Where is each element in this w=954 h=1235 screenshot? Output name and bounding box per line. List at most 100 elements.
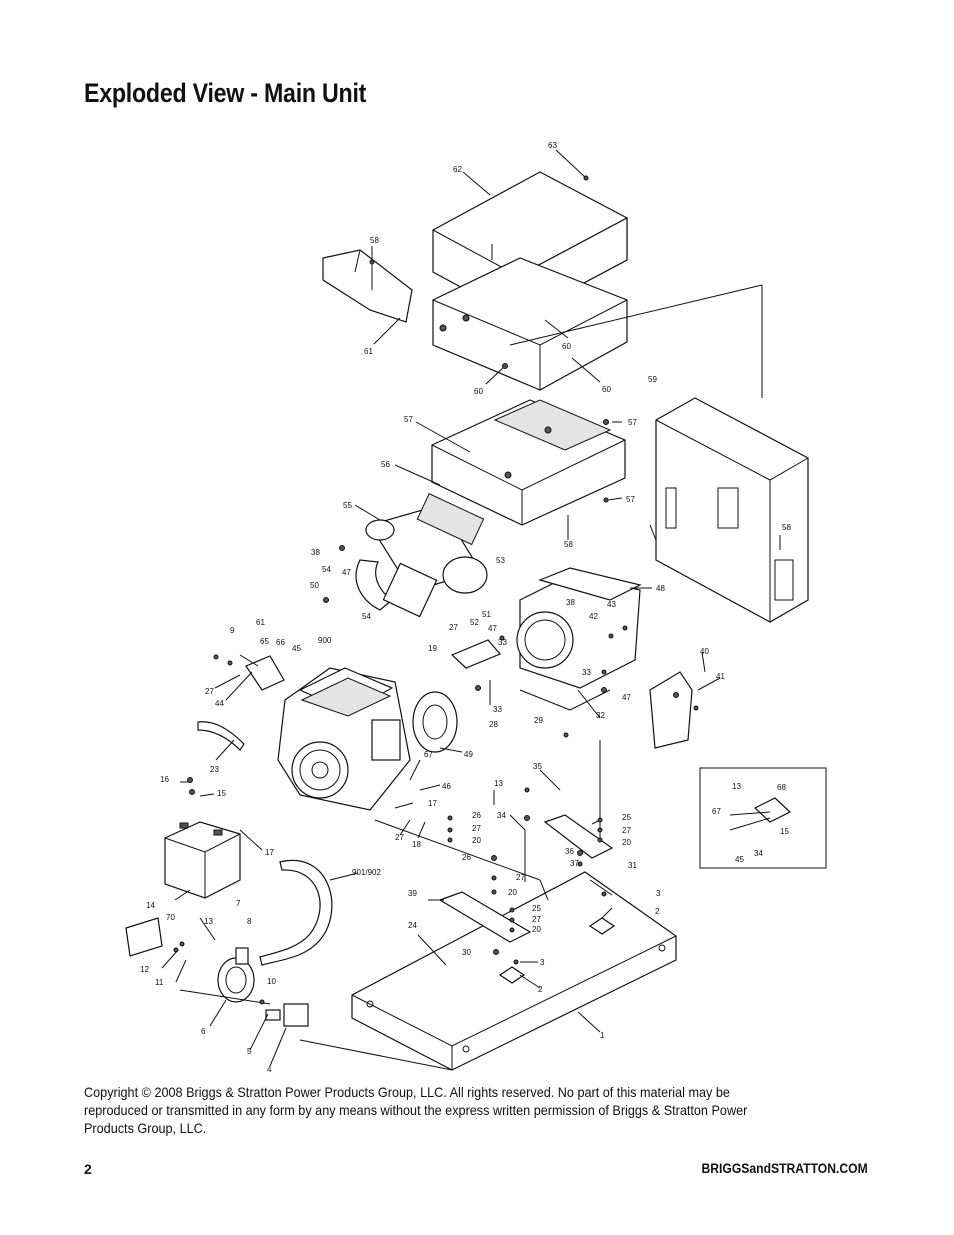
inset-callout-34: 34 [754,849,763,858]
alternator-housing [516,567,642,689]
callout-61: 61 [256,618,265,627]
callout-19: 19 [428,644,437,653]
callout-28: 28 [489,720,498,729]
callout-59: 59 [648,375,657,384]
callout-60: 60 [562,342,571,351]
callout-47: 47 [622,693,631,702]
breather-tube [259,859,333,966]
fuel-regulator [217,947,255,1003]
callout-57: 57 [626,495,635,504]
callout-27: 27 [472,824,481,833]
callout-11: 11 [155,978,164,987]
callout-20: 20 [508,888,517,897]
callout-70: 70 [166,913,175,922]
callout-52: 52 [470,618,479,627]
callouts: 63 62 58 61 60 60 60 59 57 57 56 57 55 5… [140,141,791,1074]
callout-37: 37 [570,859,579,868]
callout-54: 54 [362,612,371,621]
callout-27: 27 [449,623,458,632]
callout-50: 50 [310,581,319,590]
rail-left [438,891,532,943]
callout-58: 58 [370,236,379,245]
callout-33: 33 [582,668,591,677]
callout-49: 49 [464,750,473,759]
callout-2: 2 [655,907,660,916]
mounting-bracket [450,639,501,669]
inset-detail-box [699,767,827,869]
callout-34: 34 [497,811,506,820]
inset-callout-67: 67 [712,807,721,816]
callout-27: 27 [532,915,541,924]
callout-39: 39 [408,889,417,898]
callout-57: 57 [404,415,413,424]
callout-60: 60 [602,385,611,394]
hose [197,721,245,751]
callout-43: 43 [607,600,616,609]
callout-54: 54 [322,565,331,574]
callout-58: 58 [564,540,573,549]
callout-14: 14 [146,901,155,910]
callout-27: 27 [622,826,631,835]
vibration-mounts [498,917,616,984]
callout-18: 18 [412,840,421,849]
hardware-dots [173,175,699,1005]
callout-61: 61 [364,347,373,356]
callout-4: 4 [267,1065,272,1074]
engine [277,667,411,811]
callout-26: 26 [472,811,481,820]
page-number: 2 [84,1161,92,1177]
website-footer: BRIGGSandSTRATTON.COM [701,1161,868,1176]
callout-51: 51 [482,610,491,619]
end-cover [649,671,693,749]
gasket [412,691,458,753]
callout-27: 27 [516,873,525,882]
callout-13: 13 [494,779,503,788]
callout-67: 67 [424,750,433,759]
callout-20: 20 [532,925,541,934]
callout-20: 20 [472,836,481,845]
callout-24: 24 [408,921,417,930]
callout-47: 47 [488,624,497,633]
callout-13: 13 [204,917,213,926]
muffler [355,493,488,618]
callout-2: 2 [538,985,543,994]
callout-42: 42 [589,612,598,621]
callout-23: 23 [210,765,219,774]
side-panel-upper [432,257,628,391]
callout-38: 38 [566,598,575,607]
callout-60: 60 [474,387,483,396]
callout-29: 29 [534,716,543,725]
inset-callout-68: 68 [777,783,786,792]
callout-10: 10 [267,977,276,986]
callout-15: 15 [217,789,226,798]
inset-callout-13: 13 [732,782,741,791]
callout-55: 55 [343,501,352,510]
page-title: Exploded View - Main Unit [84,78,367,108]
callout-47: 47 [342,568,351,577]
front-trim [322,249,413,323]
callout-65: 65 [260,637,269,646]
callout-16: 16 [160,775,169,784]
inset-callout-15: 15 [780,827,789,836]
inset-callout-45: 45 [735,855,744,864]
callout-57: 57 [628,418,637,427]
callout-17: 17 [428,799,437,808]
callout-33: 33 [493,705,502,714]
callout-25: 25 [532,904,541,913]
callout-36: 36 [565,847,574,856]
callout-9: 9 [230,626,235,635]
callout-48: 48 [656,584,665,593]
leader-lines [161,149,781,1071]
callout-58: 58 [782,523,791,532]
callout-35: 35 [533,762,542,771]
callout-26: 26 [462,853,471,862]
warning-label [125,917,163,957]
rail-right [543,814,614,859]
callout-7: 7 [236,899,241,908]
callout-30: 30 [462,948,471,957]
callout-3: 3 [540,958,545,967]
callout-45: 45 [292,644,301,653]
callout-12: 12 [140,965,149,974]
callout-6: 6 [201,1027,206,1036]
callout-62: 62 [453,165,462,174]
